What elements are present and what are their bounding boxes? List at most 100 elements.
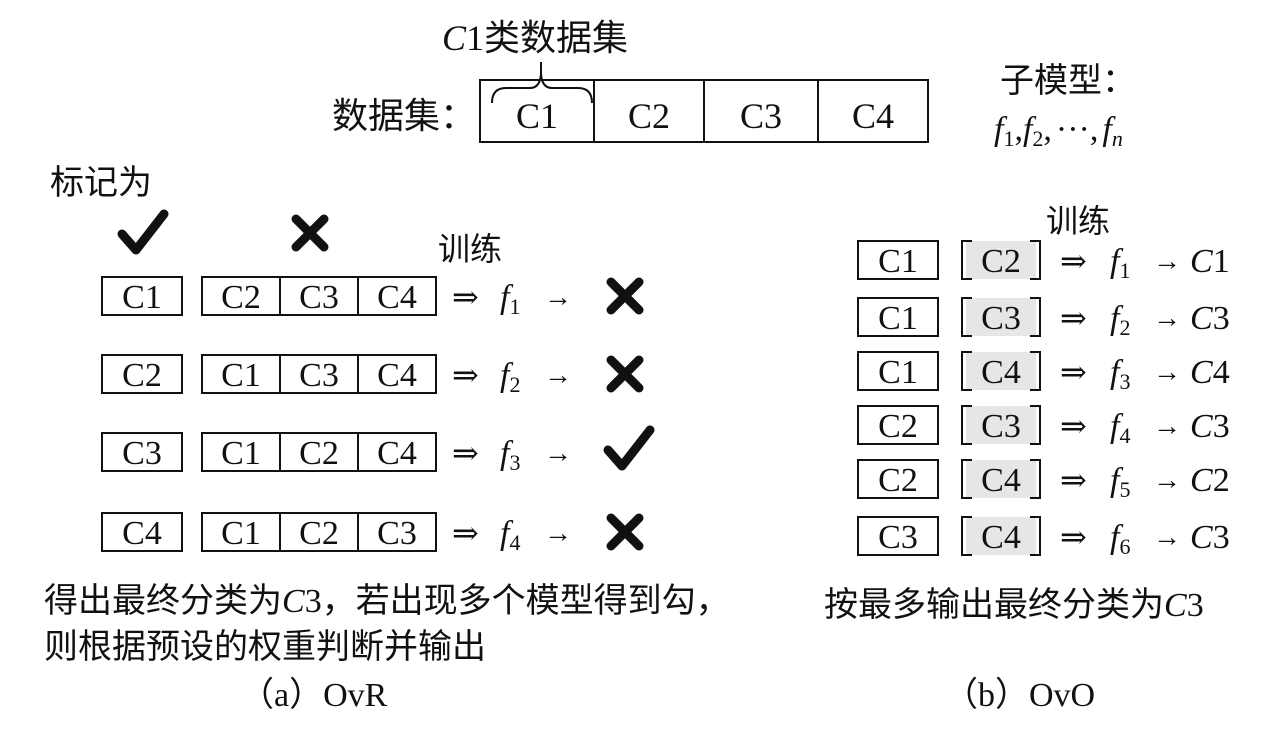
positive-class-box xyxy=(101,432,183,472)
output-class-label: C3 xyxy=(1190,408,1230,445)
negative-classes-box xyxy=(201,354,437,394)
result-mark xyxy=(606,277,644,315)
left-bracket-icon xyxy=(961,297,972,337)
class-a-label: C1 xyxy=(878,354,918,391)
output-class-label: C3 xyxy=(1190,519,1230,556)
negative-class-label: C2 xyxy=(299,515,339,552)
result-arrow: → xyxy=(1153,246,1181,277)
result-arrow: → xyxy=(1153,522,1181,553)
result-arrow: → xyxy=(1153,465,1181,496)
class-a-label: C2 xyxy=(878,462,918,499)
output-class-label: C1 xyxy=(1190,243,1230,280)
right-bracket-icon xyxy=(1030,351,1041,391)
output-class-label: C2 xyxy=(1190,462,1230,499)
submodel-label: f4 xyxy=(1110,408,1130,448)
cross-icon xyxy=(606,277,644,315)
positive-class-label: C2 xyxy=(122,357,162,394)
class-a-label: C2 xyxy=(878,408,918,445)
negative-classes-box xyxy=(201,432,437,472)
implies-arrow: ⇒ xyxy=(1060,300,1087,336)
check-mark-shape xyxy=(117,209,169,255)
submodel-title: 子模型： xyxy=(1000,62,1136,100)
cross-icon xyxy=(606,513,644,551)
class-a-label: C1 xyxy=(878,300,918,337)
class-b-label: C3 xyxy=(981,300,1021,337)
negative-class-label: C1 xyxy=(221,515,261,552)
class-b-box xyxy=(966,406,1036,444)
class-b-label: C4 xyxy=(981,462,1021,499)
negative-class-label: C3 xyxy=(377,515,417,552)
negative-class-label: C4 xyxy=(377,357,417,394)
dataset-strip: C1 C2 C3 C4 xyxy=(479,79,929,143)
implies-arrow: ⇒ xyxy=(1060,408,1087,444)
brace-label: C1类数据集 xyxy=(442,18,628,58)
submodel-label: f2 xyxy=(500,357,520,397)
implies-arrow: ⇒ xyxy=(1060,462,1087,498)
class-b-label: C4 xyxy=(981,354,1021,391)
class-b-box xyxy=(966,241,1036,279)
brace-label-rest: 1类数据集 xyxy=(466,18,628,58)
negative-class-label: C4 xyxy=(377,435,417,472)
submodel-list: f1,f2,···,fn xyxy=(994,111,1123,151)
positive-class-box xyxy=(101,512,183,552)
submodel-label: f4 xyxy=(500,515,520,555)
result-mark xyxy=(603,425,655,471)
negative-class-label: C2 xyxy=(221,279,261,316)
result-arrow: → xyxy=(1153,357,1181,388)
left-bracket-icon xyxy=(961,405,972,445)
submodel-label: f1 xyxy=(1110,243,1130,283)
class-a-box xyxy=(857,405,939,445)
submodel-label: f3 xyxy=(500,435,520,475)
class-a-label: C1 xyxy=(878,243,918,280)
positive-class-label: C4 xyxy=(122,515,162,552)
class-a-box xyxy=(857,516,939,556)
class-b-box xyxy=(966,517,1036,555)
implies-arrow: ⇒ xyxy=(1060,243,1087,279)
output-class-label: C4 xyxy=(1190,354,1230,391)
ovr-caption: （a）OvR xyxy=(240,676,388,714)
cross-mark-shape xyxy=(291,214,329,252)
right-bracket-icon xyxy=(1030,405,1041,445)
negative-classes-box xyxy=(201,512,437,552)
class-b-box xyxy=(966,352,1036,390)
submodel-label: f3 xyxy=(1110,354,1130,394)
check-icon xyxy=(117,209,169,255)
positive-class-label: C1 xyxy=(122,279,162,316)
class-b-box xyxy=(966,298,1036,336)
class-a-box xyxy=(857,240,939,280)
dataset-section: C1类数据集 数据集： C1 C2 C3 C4 子模型： f1,f2,···,f… xyxy=(332,18,1136,151)
submodel-label: f6 xyxy=(1110,519,1130,559)
right-bracket-icon xyxy=(1030,240,1041,280)
result-arrow: → xyxy=(544,438,572,469)
ovr-conclusion-line2: 则根据预设的权重判断并输出 xyxy=(44,628,486,666)
negative-class-label: C2 xyxy=(299,435,339,472)
dataset-class-c3: C3 xyxy=(740,96,782,136)
cross-icon xyxy=(291,214,329,252)
dataset-label: 数据集： xyxy=(332,96,476,136)
result-arrow: → xyxy=(544,360,572,391)
implies-arrow: ⇒ xyxy=(452,279,479,315)
brace-label-var: C xyxy=(442,18,467,58)
submodel-label: f2 xyxy=(1110,300,1130,340)
ovo-conclusion: 按最多输出最终分类为C3 xyxy=(824,586,1204,624)
right-bracket-icon xyxy=(1030,297,1041,337)
class-b-box xyxy=(966,460,1036,498)
class-b-label: C4 xyxy=(981,519,1021,556)
implies-arrow: ⇒ xyxy=(452,435,479,471)
ovr-conclusion-line1: 得出最终分类为C3，若出现多个模型得到勾， xyxy=(44,582,730,620)
cross-icon xyxy=(606,355,644,393)
implies-arrow: ⇒ xyxy=(452,357,479,393)
positive-class-label: C3 xyxy=(122,435,162,472)
class-b-label: C2 xyxy=(981,243,1021,280)
